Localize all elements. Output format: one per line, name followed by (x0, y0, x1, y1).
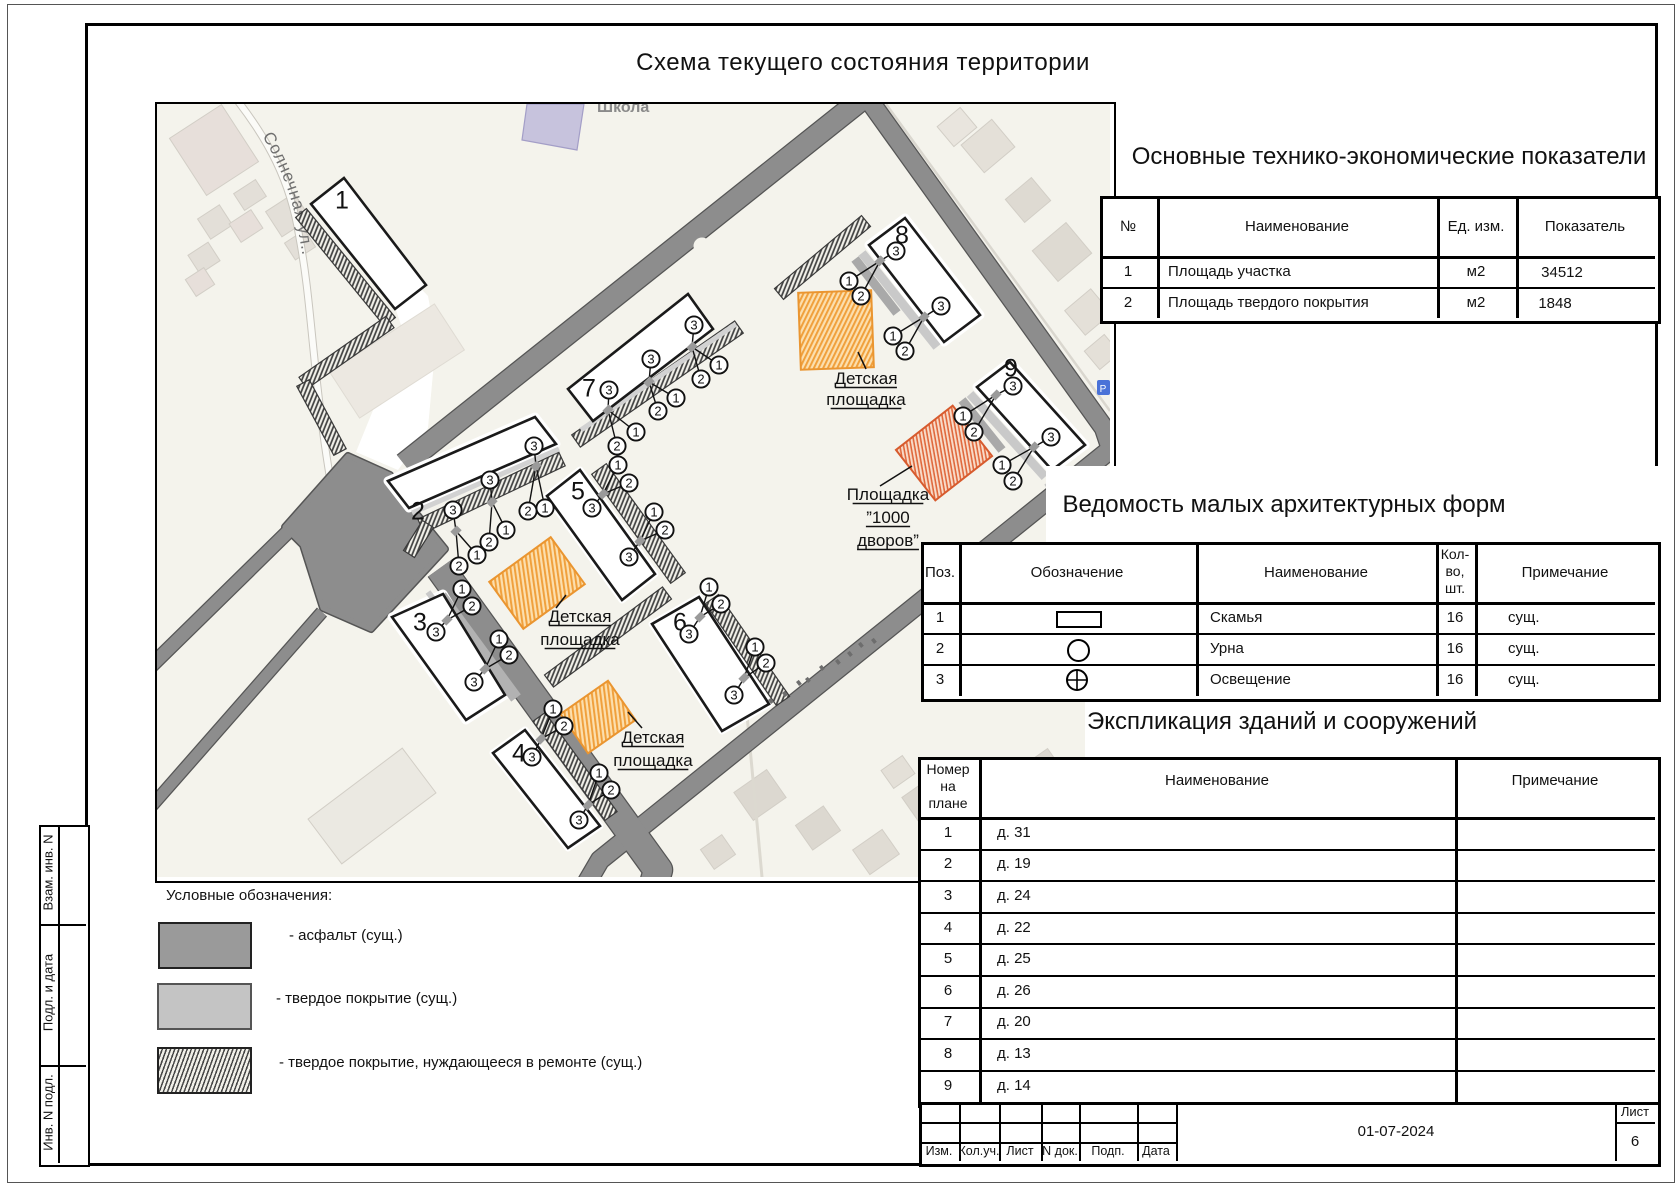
svg-text:2: 2 (613, 439, 620, 454)
svg-text:5: 5 (571, 478, 585, 506)
svg-text:1: 1 (715, 358, 722, 373)
svg-text:1: 1 (549, 702, 556, 717)
svg-text:2: 2 (857, 289, 864, 304)
svg-text:9: 9 (1004, 355, 1018, 383)
svg-text:Детская: Детская (835, 369, 898, 388)
svg-text:3: 3 (470, 675, 477, 690)
svg-text:3: 3 (892, 244, 899, 259)
svg-text:3: 3 (530, 439, 537, 454)
svg-text:3: 3 (449, 503, 456, 518)
svg-text:”1000: ”1000 (866, 508, 909, 527)
svg-text:P: P (1100, 384, 1107, 395)
svg-text:1: 1 (959, 409, 966, 424)
svg-text:Площадка: Площадка (847, 485, 930, 504)
svg-text:3: 3 (690, 318, 697, 333)
svg-text:2: 2 (607, 783, 614, 798)
svg-text:3: 3 (730, 688, 737, 703)
svg-text:2: 2 (654, 404, 661, 419)
svg-text:3: 3 (647, 352, 654, 367)
svg-text:3: 3 (588, 501, 595, 516)
svg-text:1: 1 (672, 391, 679, 406)
svg-text:2: 2 (560, 719, 567, 734)
svg-text:1: 1 (458, 582, 465, 597)
svg-text:1: 1 (998, 458, 1005, 473)
svg-text:1: 1 (632, 425, 639, 440)
svg-text:1: 1 (502, 523, 509, 538)
svg-text:1: 1 (595, 766, 602, 781)
svg-text:площадка: площадка (540, 630, 620, 649)
svg-text:7: 7 (582, 375, 596, 403)
svg-text:2: 2 (455, 559, 462, 574)
svg-text:3: 3 (413, 609, 427, 637)
svg-text:1: 1 (495, 632, 502, 647)
svg-text:1: 1 (751, 640, 758, 655)
svg-text:1: 1 (335, 187, 349, 215)
svg-text:Детская: Детская (549, 607, 612, 626)
svg-text:3: 3 (432, 625, 439, 640)
svg-text:3: 3 (1009, 379, 1016, 394)
svg-text:2: 2 (697, 372, 704, 387)
svg-text:2: 2 (485, 535, 492, 550)
svg-text:1: 1 (650, 505, 657, 520)
svg-text:3: 3 (625, 550, 632, 565)
svg-text:2: 2 (717, 597, 724, 612)
svg-text:3: 3 (575, 813, 582, 828)
svg-text:1: 1 (541, 501, 548, 516)
svg-text:2: 2 (901, 344, 908, 359)
svg-text:Детская: Детская (622, 728, 685, 747)
svg-text:2: 2 (505, 648, 512, 663)
svg-text:Школа: Школа (597, 104, 649, 116)
svg-text:1: 1 (705, 580, 712, 595)
svg-text:4: 4 (512, 740, 526, 768)
svg-text:площадка: площадка (826, 390, 906, 409)
svg-text:3: 3 (685, 627, 692, 642)
svg-text:1: 1 (889, 329, 896, 344)
svg-text:2: 2 (1009, 474, 1016, 489)
svg-text:2: 2 (625, 476, 632, 491)
svg-text:3: 3 (937, 299, 944, 314)
svg-text:1: 1 (845, 274, 852, 289)
svg-text:2: 2 (411, 498, 425, 526)
svg-text:1: 1 (614, 458, 621, 473)
svg-text:дворов”: дворов” (857, 531, 919, 550)
svg-text:3: 3 (605, 383, 612, 398)
svg-text:2: 2 (468, 599, 475, 614)
svg-text:1: 1 (473, 548, 480, 563)
svg-text:2: 2 (762, 656, 769, 671)
svg-text:3: 3 (1047, 430, 1054, 445)
svg-text:3: 3 (528, 750, 535, 765)
svg-text:3: 3 (486, 473, 493, 488)
svg-text:2: 2 (524, 504, 531, 519)
svg-text:2: 2 (661, 523, 668, 538)
svg-text:2: 2 (970, 425, 977, 440)
svg-text:площадка: площадка (613, 751, 693, 770)
